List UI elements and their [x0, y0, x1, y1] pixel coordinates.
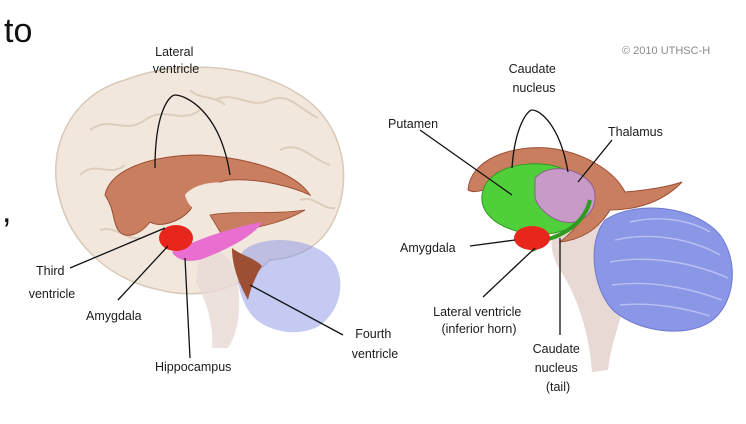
right-label-thalamus: Thalamus: [608, 125, 663, 139]
right-leader-amygdala: [469, 239, 516, 247]
left-label-third-ventricle: Third ventricle: [29, 264, 76, 301]
left-label-lateral-ventricle: Lateral ventricle: [153, 45, 200, 76]
left-leader-fourth-ventricle: [249, 284, 344, 336]
left-label-amygdala: Amygdala: [86, 309, 142, 323]
left-leader-third-ventricle: [69, 227, 166, 269]
right-label-lateral-ventricle-horn: Lateral ventricle (inferior horn): [433, 305, 525, 336]
right-leader-thalamus: [577, 139, 613, 183]
slide-fragment-to: to: [4, 12, 32, 50]
right-leader-caudate-nucleus: [511, 109, 569, 173]
right-label-caudate-tail: Caudate nucleus (tail): [533, 342, 584, 394]
right-label-caudate-nucleus: Caudate nucleus: [509, 62, 560, 95]
right-leader-lateral-ventricle-horn: [482, 247, 536, 298]
left-leader-lateral-ventricle: [154, 94, 231, 176]
right-brain-figure: Caudate nucleus Putamen Thalamus Amygdal…: [388, 62, 733, 394]
left-brain-figure: Lateral ventricle Third ventricle Amygda…: [29, 45, 399, 374]
left-fourth-ventricle: [232, 248, 262, 300]
right-amygdala: [514, 226, 550, 250]
left-hippocampus: [172, 222, 262, 261]
left-leader-hippocampus: [184, 257, 191, 359]
left-brainstem: [196, 248, 240, 348]
left-label-hippocampus: Hippocampus: [155, 360, 231, 374]
left-lateral-ventricle: [104, 154, 312, 236]
left-cerebrum-folds: [79, 89, 336, 240]
right-thalamus: [534, 168, 596, 223]
right-cerebellum-folia: [609, 218, 729, 317]
left-ventricle-inner: [185, 182, 245, 215]
copyright-notice: © 2010 UTHSC-H: [622, 45, 710, 57]
slide-fragment-comma: ,: [2, 192, 11, 230]
right-leader-putamen: [419, 129, 513, 196]
right-label-putamen: Putamen: [388, 117, 438, 131]
left-amygdala: [159, 225, 193, 251]
left-leader-amygdala: [117, 245, 169, 301]
left-cerebellum: [237, 240, 341, 333]
left-label-fourth-ventricle: Fourth ventricle: [352, 327, 399, 361]
right-cerebellum: [593, 207, 733, 332]
right-label-amygdala: Amygdala: [400, 241, 456, 255]
